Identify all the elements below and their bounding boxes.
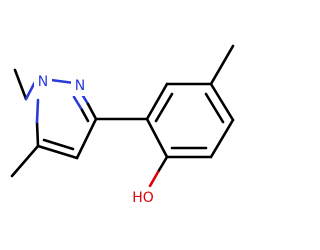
bond-c4-c5-b [42, 138, 75, 151]
bond-c4-c5-a [36, 144, 79, 160]
bond-ring-methyl [209, 44, 235, 86]
bond-n2-c3-b-c [80, 108, 90, 123]
n1-label-bg [34, 71, 52, 91]
atom-n1-label: N [38, 74, 48, 90]
oh-label-bg [130, 187, 158, 207]
bond-n1-methyl [13, 68, 28, 101]
bond-c5-n1-n [35, 98, 40, 124]
bond-ring-3-4 [209, 82, 235, 122]
bond-ring-1-2-inner [154, 92, 174, 123]
bond-ring-6-1 [145, 117, 169, 159]
molecule-structure: N N HO [10, 44, 235, 207]
bond-c-o-o [148, 170, 160, 188]
bond-n1-methyl-n-half [24, 80, 37, 101]
bond-n2-c3-b [72, 95, 84, 112]
bond-n2-c3-a-c [86, 102, 98, 121]
bond-ring-1-2 [145, 82, 169, 121]
bond-c5-n1-c [35, 120, 40, 148]
bond-c-o-c [156, 155, 169, 174]
atom-n2-label: N [75, 78, 85, 94]
bond-ring-4-5 [209, 118, 235, 159]
atom-oh-label: HO [132, 190, 154, 206]
bond-n1-n2 [49, 78, 76, 85]
bond-c5-methyl [10, 144, 40, 178]
bond-ring-3-4-inner [204, 92, 225, 124]
n2-label-bg [71, 76, 89, 96]
bond-c3-c4 [75, 117, 98, 160]
